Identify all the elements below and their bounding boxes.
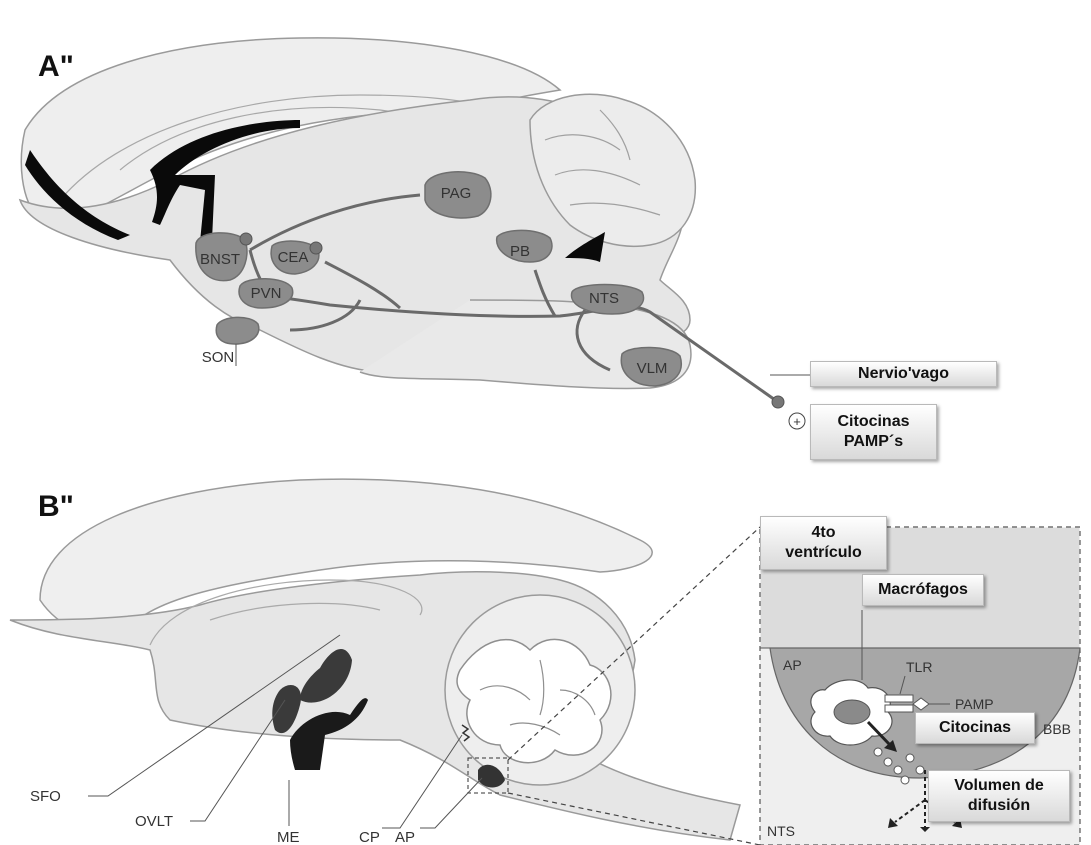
label-ap: AP [395, 829, 415, 845]
inset-nts-label: NTS [767, 823, 795, 839]
label-cp: CP [359, 829, 380, 845]
inset-ap-label: AP [783, 657, 802, 673]
macrophages-label: Macrófagos [862, 574, 984, 606]
ap-leader [420, 778, 482, 828]
tlr-receptor-2 [885, 705, 913, 712]
cytokines-label: Citocinas [915, 712, 1035, 744]
tlr-receptor [885, 695, 913, 702]
panel-b-letter: B" [38, 490, 74, 524]
inset-bbb-label: BBB [1043, 721, 1071, 737]
cvo-labels: SFO OVLT ME CP AP [30, 788, 415, 845]
ventricle-label: 4to ventrículo [760, 516, 887, 570]
inset-tlr-label: TLR [906, 659, 932, 675]
label-me: ME [277, 829, 300, 845]
label-sfo: SFO [30, 788, 61, 805]
label-ovlt: OVLT [135, 813, 173, 830]
diffusion-volume-label: Volumen de difusión [928, 770, 1070, 822]
inset-pamp-label: PAMP [955, 696, 994, 712]
macrophage-nucleus [834, 700, 870, 724]
cerebellum-b [445, 595, 635, 785]
